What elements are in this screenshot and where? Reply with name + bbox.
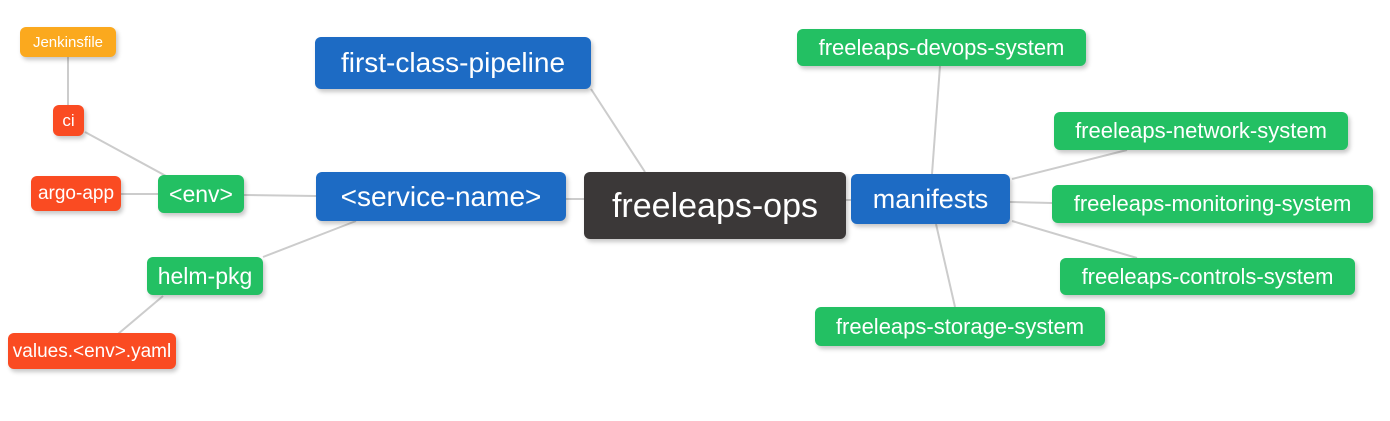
node-helm-pkg[interactable]: helm-pkg — [147, 257, 263, 295]
node-ci[interactable]: ci — [53, 105, 84, 136]
edge-values-helm-pkg — [117, 295, 164, 335]
node-values-env-yaml[interactable]: values.<env>.yaml — [8, 333, 176, 369]
node-freeleaps-controls-system[interactable]: freeleaps-controls-system — [1060, 258, 1355, 295]
edge-manifests-monitoring — [1009, 201, 1053, 204]
edge-helm-pkg-service-name — [262, 220, 357, 258]
edge-pipeline-freeleaps-ops — [590, 88, 646, 173]
edge-env-service-name — [243, 194, 317, 197]
node-first-class-pipeline[interactable]: first-class-pipeline — [315, 37, 591, 89]
node-freeleaps-devops-system[interactable]: freeleaps-devops-system — [797, 29, 1086, 66]
node-freeleaps-ops[interactable]: freeleaps-ops — [584, 172, 846, 239]
node-freeleaps-monitoring-system[interactable]: freeleaps-monitoring-system — [1052, 185, 1373, 223]
node-argo-app[interactable]: argo-app — [31, 176, 121, 211]
edge-manifests-network — [1011, 149, 1128, 180]
node-freeleaps-network-system[interactable]: freeleaps-network-system — [1054, 112, 1348, 150]
edge-manifests-storage — [935, 223, 956, 308]
edge-manifests-devops — [931, 65, 941, 175]
node-jenkinsfile[interactable]: Jenkinsfile — [20, 27, 116, 57]
edge-ci-env — [84, 131, 167, 177]
edge-manifests-controls — [1011, 220, 1138, 259]
node-service-name[interactable]: <service-name> — [316, 172, 566, 221]
node-manifests[interactable]: manifests — [851, 174, 1010, 224]
node-env[interactable]: <env> — [158, 175, 244, 213]
node-freeleaps-storage-system[interactable]: freeleaps-storage-system — [815, 307, 1105, 346]
